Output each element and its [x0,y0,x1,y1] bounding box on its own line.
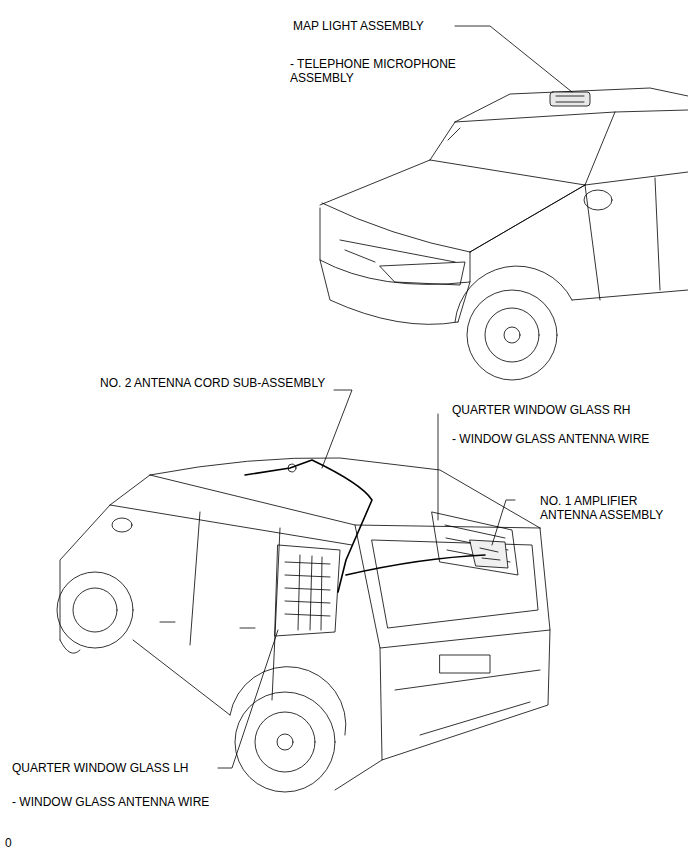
part-label: - WINDOW GLASS ANTENNA WIRE [452,432,649,446]
part-label: NO. 2 ANTENNA CORD SUB-ASSEMBLY [100,376,325,390]
part-label: - TELEPHONE MICROPHONE ASSEMBLY [290,57,468,85]
leader-line [492,500,515,545]
rear-vehicle [57,458,550,792]
leader-line [218,630,278,768]
figure-number: 0 [5,836,12,850]
leader-line [455,26,572,92]
part-label: QUARTER WINDOW GLASS LH [12,761,188,775]
leader-line [438,414,439,520]
front-vehicle [320,88,688,380]
part-label: MAP LIGHT ASSEMBLY [293,19,424,33]
part-label: - WINDOW GLASS ANTENNA WIRE [12,795,209,809]
part-label: NO. 1 AMPLIFIER ANTENNA ASSEMBLY [540,494,678,522]
leader-lines [218,26,572,768]
leader-line [322,390,352,468]
part-label: QUARTER WINDOW GLASS RH [452,403,630,417]
